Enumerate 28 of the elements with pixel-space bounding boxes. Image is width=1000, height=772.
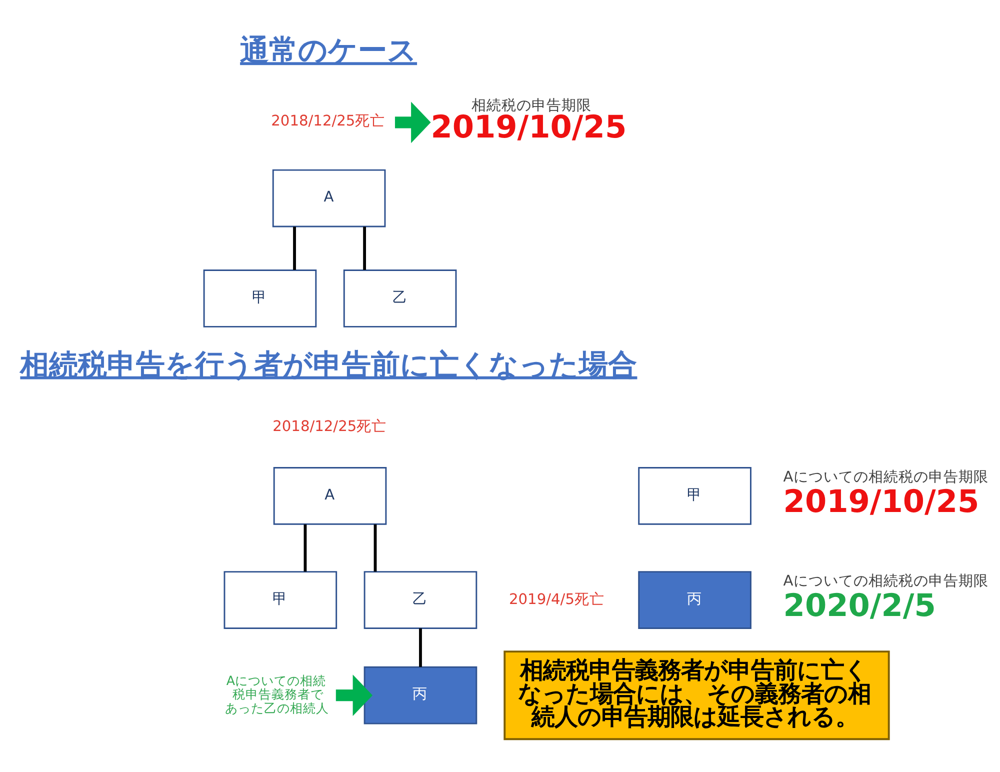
node-box: 丙 <box>364 666 478 724</box>
node-label: 2019/10/25 <box>783 484 980 520</box>
node-label: 2019/4/5死亡 <box>509 590 604 608</box>
node-label: 2020/2/5 <box>783 588 936 624</box>
node-text: Aについての相続税申告義務者であった乙の相続人 <box>224 672 329 715</box>
node-box: 甲 <box>203 269 317 327</box>
arrow <box>336 674 373 716</box>
node-label: Aについての相続税の申告期限 <box>783 572 988 589</box>
arrow <box>394 101 431 143</box>
node-box: 乙 <box>343 269 457 327</box>
node-box: 丙 <box>638 570 752 628</box>
label: 通常のケース <box>240 32 418 67</box>
node-label: Aについての相続税の申告期限 <box>783 468 988 485</box>
node-box: 乙 <box>364 570 478 628</box>
node-box: A <box>273 466 387 524</box>
connector <box>304 524 307 572</box>
node-text: 2018/12/25死亡 <box>271 112 386 129</box>
connector <box>363 226 366 270</box>
connector <box>293 226 296 270</box>
node-box: 甲 <box>224 570 338 628</box>
node-label: 2018/12/25死亡 <box>272 417 387 434</box>
node-box: 相続税申告義務者が申告前に亡くなった場合には、その義務者の相続人の申告期限は延長される。 <box>504 650 890 740</box>
node-box: A <box>272 168 386 227</box>
connector <box>374 524 377 572</box>
connector <box>419 628 422 666</box>
label: 相続税申告を行う者が申告前に亡くなった場合 <box>20 346 638 381</box>
node-box: 甲 <box>638 466 752 524</box>
node-text: 相続税の申告期限 2019/10/25 <box>430 96 627 146</box>
